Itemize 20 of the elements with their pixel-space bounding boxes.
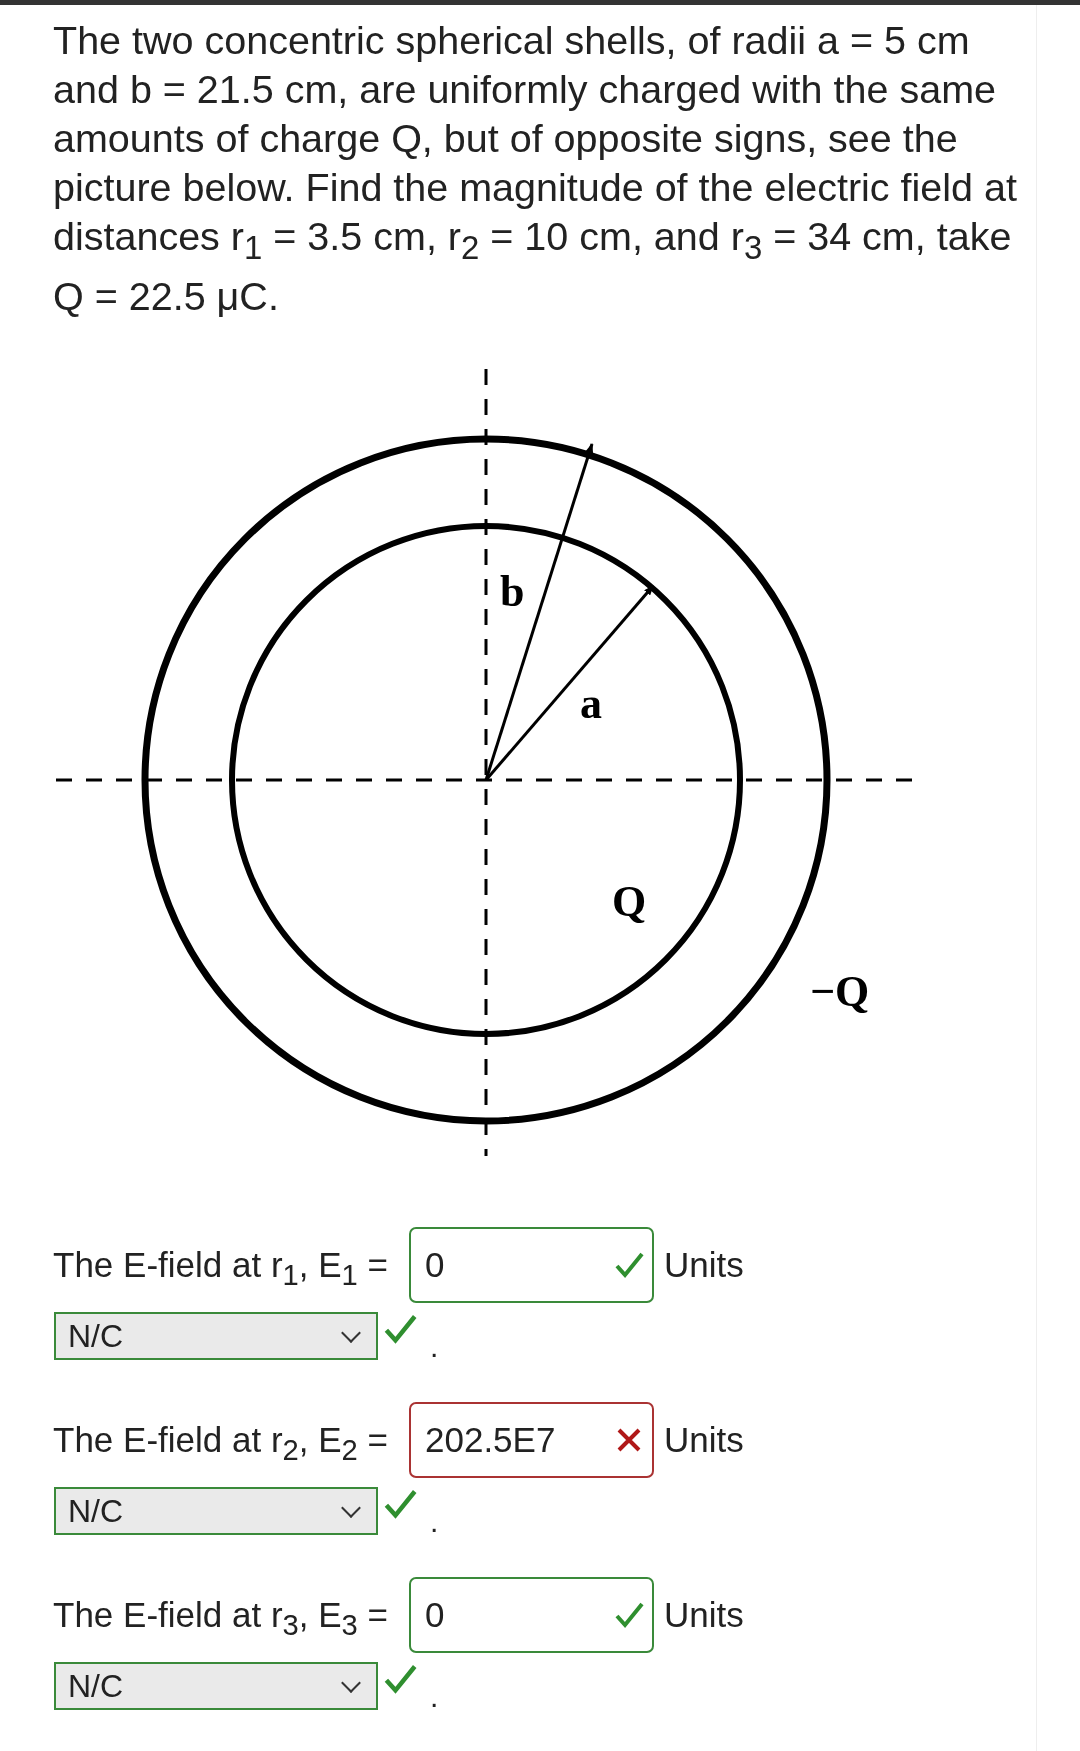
- answer-field: 202.5E7: [409, 1402, 654, 1478]
- unit-dropdown: N/C: [54, 1487, 378, 1535]
- question-prompt: The E-field at r$_{3}$, E$_{3}$ =: [53, 1594, 388, 1643]
- units-label: Units: [664, 1244, 744, 1286]
- charge-label: −Q: [810, 970, 870, 1014]
- period-text: .: [430, 1682, 439, 1712]
- answer-field: 0: [409, 1577, 654, 1653]
- question-prompt: The E-field at r$_{2}$, E$_{2}$ =: [53, 1419, 388, 1468]
- charge-label: Q: [612, 880, 647, 924]
- answer-field: 0: [409, 1227, 654, 1303]
- period-text: .: [430, 1332, 439, 1362]
- question-prompt: The E-field at r$_{1}$, E$_{1}$ =: [53, 1244, 388, 1293]
- radius-label: a: [580, 682, 602, 726]
- question-text: The two concentric spherical shells, of radii a = 5 cm and b = 21.5 cm, are uniformly charged with the same amounts of charge Q, but of opposite signs, see the picture below. Find the magnitude of the electric field at distances r$_{1}$ = 3.5 cm, r$_{2}$ = 10 cm, and r$_{3}$ = 34 cm, take Q = 22.5 μC.: [53, 17, 1018, 320]
- unit-dropdown: N/C: [54, 1662, 378, 1710]
- period-text: .: [430, 1507, 439, 1537]
- unit-dropdown: N/C: [54, 1312, 378, 1360]
- units-label: Units: [664, 1594, 744, 1636]
- units-label: Units: [664, 1419, 744, 1461]
- radius-label: b: [500, 570, 525, 614]
